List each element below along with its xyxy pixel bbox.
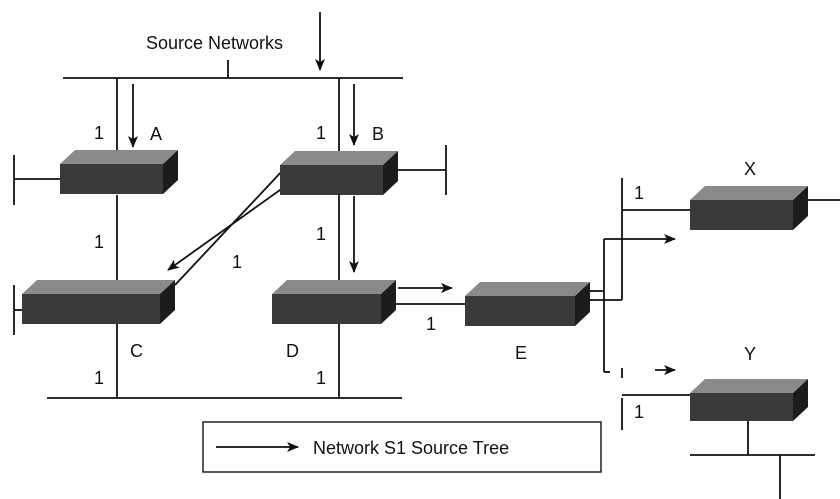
router-d-label: D <box>286 341 299 361</box>
metric-b-c: 1 <box>232 252 242 272</box>
metric-a-c: 1 <box>94 232 104 252</box>
router-a-icon <box>60 150 178 194</box>
metric-d-e: 1 <box>426 314 436 334</box>
router-y-icon <box>690 379 808 421</box>
router-e-label: E <box>515 343 527 363</box>
metric-c-bottom: 1 <box>94 368 104 388</box>
legend-label: Network S1 Source Tree <box>313 438 509 458</box>
router-y-label: Y <box>744 344 756 364</box>
metric-b-d: 1 <box>316 224 326 244</box>
metric-d-bottom: 1 <box>316 368 326 388</box>
router-a-label: A <box>150 124 162 144</box>
metric-y-link: 1 <box>634 402 644 422</box>
router-e-icon <box>465 282 590 326</box>
router-c-icon <box>22 280 175 324</box>
legend-box <box>202 421 602 473</box>
router-x-icon <box>690 186 808 230</box>
router-d-icon <box>272 280 396 324</box>
metric-x-link: 1 <box>634 183 644 203</box>
source-networks-label: Source Networks <box>146 33 283 53</box>
metric-b-top: 1 <box>316 123 326 143</box>
router-b-label: B <box>372 124 384 144</box>
metric-a-top: 1 <box>94 123 104 143</box>
router-c-label: C <box>130 341 143 361</box>
router-b-icon <box>280 151 398 195</box>
router-x-label: X <box>744 159 756 179</box>
arrow-b-to-c <box>167 179 295 271</box>
